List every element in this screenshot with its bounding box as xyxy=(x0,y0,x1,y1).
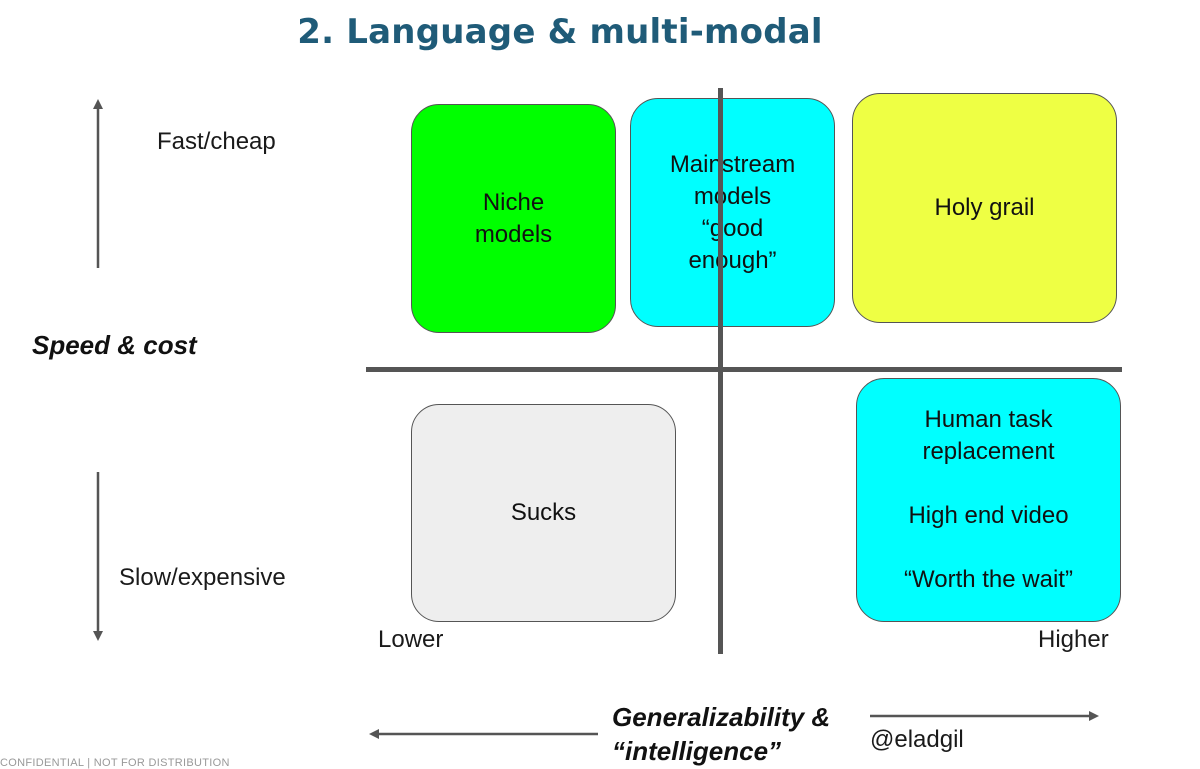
box-holy-grail: Holy grail xyxy=(852,93,1117,323)
x-left-label: Lower xyxy=(378,626,444,653)
box-holy-grail-text: Holy grail xyxy=(934,194,1035,221)
y-axis-title: Speed & cost xyxy=(32,330,197,360)
x-axis-title-line1: Generalizability & xyxy=(612,702,831,732)
y-bottom-label: Slow/expensive xyxy=(119,564,286,591)
box-human-text: Human task replacement High end video “W… xyxy=(904,406,1073,593)
page-title: 2. Language & multi-modal xyxy=(297,12,823,52)
horizontal-divider xyxy=(366,367,1122,372)
y-top-label: Fast/cheap xyxy=(157,128,276,155)
box-sucks-text: Sucks xyxy=(510,499,577,526)
confidential-footer: CONFIDENTIAL | NOT FOR DISTRIBUTION xyxy=(0,757,230,769)
box-mainstream-models: Mainstream models “good enough” xyxy=(630,98,835,327)
x-axis-title-line2: “intelligence” xyxy=(612,736,782,766)
box-sucks: Sucks xyxy=(411,404,676,622)
vertical-divider xyxy=(718,88,723,654)
box-mainstream-text: Mainstream models “good enough” xyxy=(669,150,796,274)
x-right-label: Higher xyxy=(1038,626,1109,653)
author-handle: @eladgil xyxy=(870,726,964,753)
box-niche-text: Niche models xyxy=(474,188,553,248)
box-human-task: Human task replacement High end video “W… xyxy=(856,378,1121,622)
box-niche-models: Niche models xyxy=(411,104,616,333)
